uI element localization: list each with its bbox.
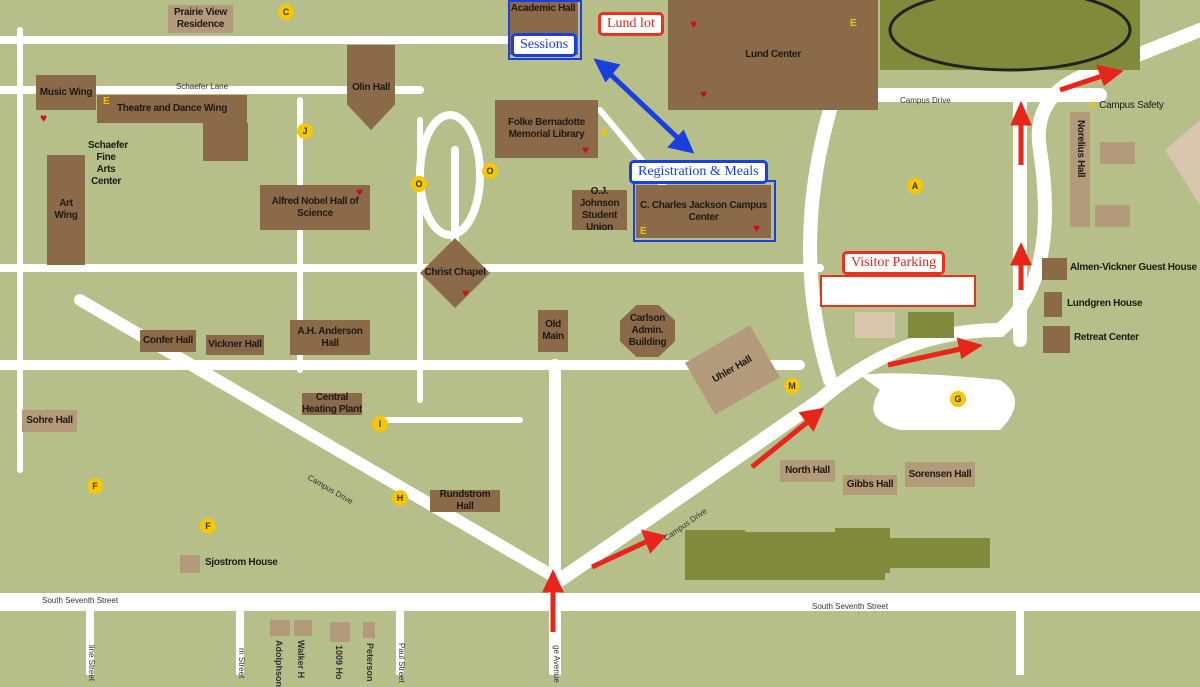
- parking-marker-i[interactable]: I: [372, 416, 388, 432]
- street-m: m Street: [237, 648, 246, 679]
- label-campus-safety[interactable]: ★ Campus Safety: [1088, 100, 1164, 112]
- track: [888, 0, 1132, 72]
- aed-heart-icon: ♥: [356, 185, 364, 199]
- building-norelius-hall[interactable]: Norelius Hall: [1070, 112, 1090, 227]
- label-retreat-center: Retreat Center: [1074, 332, 1139, 343]
- building-almen-vickner[interactable]: [1042, 258, 1067, 280]
- street-avenue: ge Avenue: [552, 645, 561, 683]
- aed-heart-icon: ♥: [700, 87, 708, 101]
- court: [855, 312, 895, 338]
- label-peterson: Peterson: [365, 643, 375, 682]
- athletic-field: [880, 0, 1140, 70]
- callout-lund-lot: Lund lot: [598, 12, 664, 36]
- building-central-heating[interactable]: Central Heating Plant: [302, 392, 362, 415]
- registration-highlight-box: [633, 180, 776, 242]
- street-south-seventh-east: South Seventh Street: [812, 602, 889, 611]
- parking-marker-j[interactable]: J: [297, 123, 313, 139]
- parking-lot-g: [860, 373, 1015, 430]
- label-schaefer-fine-arts: Schaefer Fine Arts Center: [88, 140, 128, 187]
- label-lundgren-house: Lundgren House: [1067, 298, 1143, 309]
- entrance-e-icon: E: [103, 96, 110, 107]
- callout-visitor-parking: Visitor Parking: [842, 251, 946, 275]
- building-carlson-admin[interactable]: Carlson Admin. Building: [620, 305, 675, 357]
- aed-heart-icon: ♥: [690, 17, 698, 31]
- aed-heart-icon: ♥: [40, 111, 48, 125]
- entrance-e-icon: E: [640, 226, 647, 237]
- building-old-main[interactable]: Old Main: [538, 310, 568, 352]
- building-peterson[interactable]: [363, 622, 375, 638]
- building-sorensen-hall[interactable]: Sorensen Hall: [905, 462, 975, 487]
- building-gibbs-hall[interactable]: Gibbs Hall: [843, 475, 897, 495]
- building-theatre-annex: [203, 123, 248, 161]
- building-walker[interactable]: [294, 620, 312, 636]
- building-sohre-hall[interactable]: Sohre Hall: [22, 410, 77, 432]
- parking-marker-o[interactable]: O: [411, 176, 427, 192]
- baseball-diamond: [1165, 120, 1200, 205]
- label-1009: 1009 Ho: [334, 645, 344, 680]
- aed-heart-icon: ♥: [753, 221, 761, 235]
- street-paul: Paul Street: [397, 643, 406, 683]
- building-anderson-hall[interactable]: A.H. Anderson Hall: [290, 320, 370, 355]
- building-student-union[interactable]: O.J. Johnson Student Union: [572, 186, 627, 233]
- parking-marker-a[interactable]: A: [907, 178, 923, 194]
- label-norelius-hall: Norelius Hall: [1075, 120, 1086, 178]
- building-jackson-campus-center[interactable]: C. Charles Jackson Campus Center: [636, 185, 771, 238]
- campus-safety-text: Campus Safety: [1099, 100, 1164, 111]
- building-north-hall[interactable]: North Hall: [780, 460, 835, 482]
- tennis-courts: [685, 528, 990, 580]
- building-rundstrom-hall[interactable]: Rundstrom Hall: [430, 489, 500, 512]
- building-nobel-hall[interactable]: Alfred Nobel Hall of Science: [260, 185, 370, 230]
- callout-sessions: Sessions: [511, 33, 578, 57]
- building-adolphson[interactable]: [270, 620, 290, 636]
- parking-marker-c[interactable]: C: [278, 4, 294, 20]
- label-almen-vickner: Almen-Vickner Guest House: [1070, 262, 1197, 273]
- soccer-field: [908, 312, 954, 338]
- entrance-e-icon: E: [601, 128, 608, 139]
- parking-marker-g[interactable]: G: [950, 391, 966, 407]
- visitor-parking-lot[interactable]: [820, 275, 976, 307]
- aed-heart-icon: ♥: [582, 143, 590, 157]
- building-1009[interactable]: [330, 622, 350, 642]
- building-library[interactable]: Folke Bernadotte Memorial Library: [495, 100, 598, 158]
- building-lund-center[interactable]: Lund Center: [668, 0, 878, 110]
- parking-marker-f-2[interactable]: F: [200, 518, 216, 534]
- aed-heart-icon: ♥: [462, 286, 470, 300]
- building-norelius-annex-2: [1095, 205, 1130, 227]
- label-walker: Walker H: [296, 640, 306, 679]
- street-line: line Street: [87, 645, 96, 682]
- entrance-e-icon: E: [850, 18, 857, 29]
- building-norelius-annex: [1100, 142, 1135, 164]
- street-south-seventh-west: South Seventh Street: [42, 596, 119, 605]
- sessions-registration-arrow: [593, 58, 695, 154]
- building-theatre-dance[interactable]: Theatre and Dance Wing: [97, 95, 247, 123]
- sessions-highlight-box: [508, 0, 582, 60]
- building-confer-hall[interactable]: Confer Hall: [140, 330, 196, 352]
- parking-marker-o-2[interactable]: O: [482, 163, 498, 179]
- direction-arrows: [542, 64, 1124, 632]
- label-adolphson: Adolphson: [274, 640, 284, 687]
- building-vickner-hall[interactable]: Vickner Hall: [206, 335, 264, 355]
- building-music-wing[interactable]: Music Wing: [36, 75, 96, 110]
- label-sjostrom-house: Sjostrom House: [205, 557, 278, 568]
- building-sjostrom-house[interactable]: [180, 555, 200, 573]
- callout-registration-meals: Registration & Meals: [629, 160, 768, 184]
- building-art-wing[interactable]: Art Wing: [47, 155, 85, 265]
- star-icon: ★: [1088, 100, 1097, 111]
- building-prairie-view[interactable]: Prairie View Residence: [168, 5, 233, 33]
- parking-marker-f[interactable]: F: [87, 478, 103, 494]
- parking-marker-h[interactable]: H: [392, 490, 408, 506]
- building-lundgren-house[interactable]: [1044, 292, 1062, 317]
- street-schaefer-lane: Schaefer Lane: [176, 82, 229, 91]
- parking-marker-m[interactable]: M: [784, 378, 800, 394]
- building-retreat-center[interactable]: [1043, 326, 1070, 353]
- street-campus-drive-north: Campus Drive: [900, 96, 951, 105]
